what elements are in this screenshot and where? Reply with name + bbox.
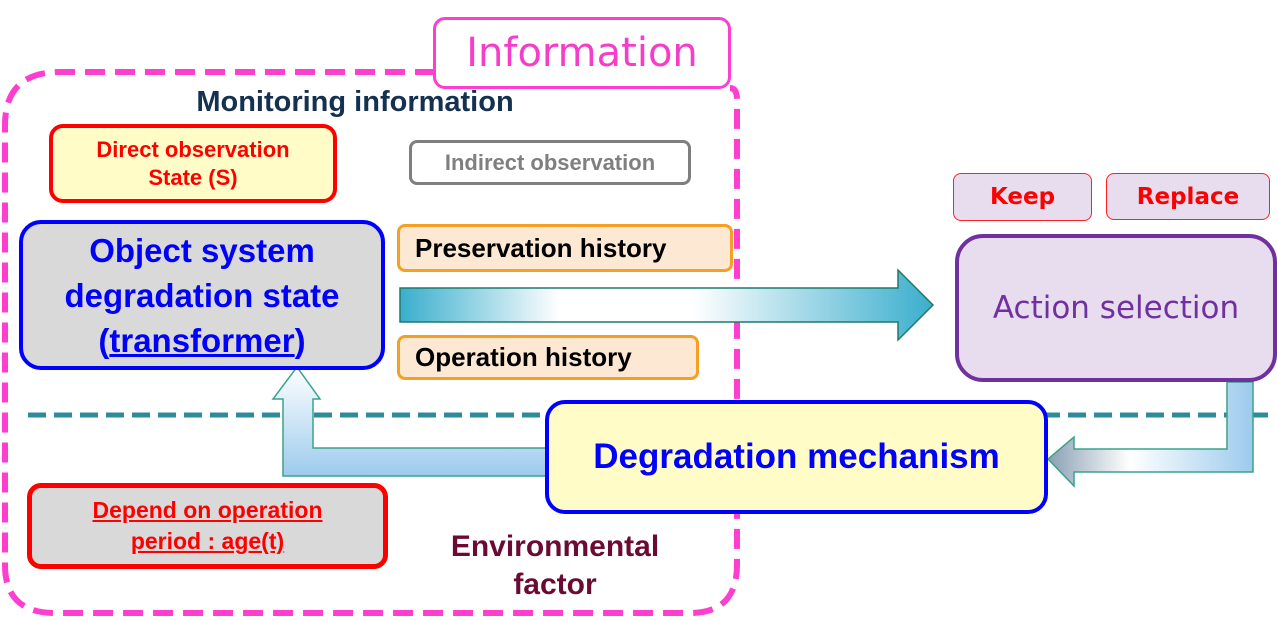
direct-observation-box: Direct observation State (S) <box>49 124 337 203</box>
main-flow-arrow <box>399 268 935 342</box>
environmental-line2: factor <box>513 568 597 601</box>
transformer-link: transformer <box>109 321 295 359</box>
environmental-factor-label: Environmental factor <box>420 526 690 606</box>
information-title: Information <box>433 17 731 89</box>
operation-history-box: Operation history <box>397 335 699 380</box>
information-region-border <box>1 69 740 616</box>
preservation-history-box: Preservation history <box>397 224 733 272</box>
degradation-mechanism-box: Degradation mechanism <box>545 400 1048 514</box>
environmental-line1: Environmental <box>450 530 660 563</box>
depend-on-operation-box: Depend on operation period : age(t) <box>27 483 388 569</box>
object-system-box: Object system degradation state (transfo… <box>19 220 385 370</box>
monitoring-information-label: Monitoring information <box>196 85 514 118</box>
depend-line1: Depend on operation <box>92 497 323 523</box>
object-system-line1: Object system <box>89 231 315 269</box>
open-paren: ( <box>98 321 110 359</box>
direct-observation-line1: Direct observation <box>96 136 290 162</box>
direct-observation-line2: State (S) <box>148 164 238 190</box>
object-system-line2: degradation state <box>64 276 340 314</box>
depend-line2: period : age(t) <box>130 528 285 554</box>
object-system-line3: (transformer) <box>64 318 339 363</box>
action-selection-box: Action selection <box>955 234 1277 382</box>
keep-action-box: Keep <box>953 173 1092 221</box>
close-paren: ) <box>294 321 306 359</box>
feedback-up-arrow <box>271 365 548 477</box>
information-title-text: Information <box>466 30 698 76</box>
replace-action-box: Replace <box>1106 173 1270 220</box>
action-feedback-arrow <box>1046 381 1254 488</box>
indirect-observation-box: Indirect observation <box>409 140 691 185</box>
